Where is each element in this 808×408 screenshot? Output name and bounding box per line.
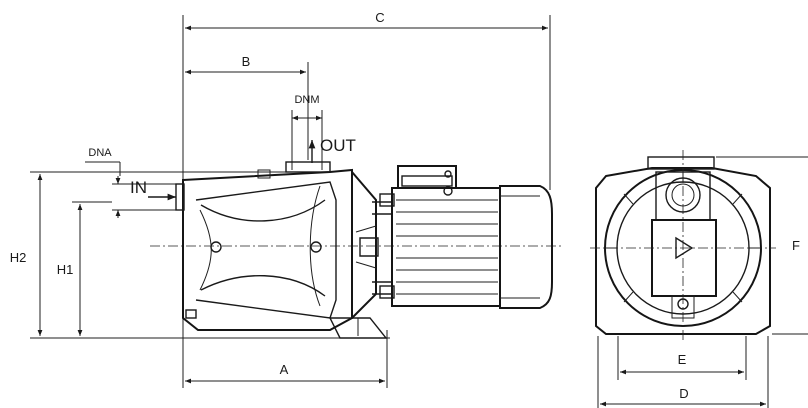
- dimension-dna: DNA: [85, 147, 180, 218]
- dimension-a-label: A: [280, 362, 289, 377]
- outlet-label: OUT: [320, 136, 356, 155]
- dimension-b-label: B: [242, 54, 251, 69]
- dimension-dna-label: DNA: [88, 147, 112, 159]
- pump-front-view: [590, 150, 776, 340]
- dimension-f: F: [716, 156, 808, 335]
- dimension-dnm-label: DNM: [294, 94, 319, 106]
- dimension-h2-label: H2: [10, 250, 27, 265]
- pump-side-view: [150, 161, 562, 339]
- bolt-hole: [310, 241, 322, 253]
- dimension-h1: H1: [57, 201, 112, 336]
- motor-side-view: [391, 165, 553, 309]
- fan-cover: [499, 185, 553, 309]
- dimension-a: A: [185, 330, 388, 388]
- dimension-c: C: [182, 10, 551, 388]
- dimension-e-label: E: [678, 352, 687, 367]
- outlet-arrow: OUT: [308, 136, 356, 163]
- pump-casing: [182, 168, 353, 331]
- dimension-c-label: C: [375, 10, 384, 25]
- motor-body: [391, 187, 501, 307]
- dimension-h1-label: H1: [57, 262, 74, 277]
- inlet-label: IN: [130, 178, 147, 197]
- dimension-d-label: D: [679, 386, 688, 401]
- dimension-d: D: [597, 336, 769, 408]
- inlet-arrow: IN: [130, 178, 176, 201]
- dimension-b: B: [185, 54, 309, 160]
- dimension-h2: H2: [10, 171, 390, 339]
- dimension-e: E: [617, 336, 747, 380]
- dimension-f-label: F: [792, 238, 800, 253]
- dimension-dnm: DNM: [291, 94, 323, 170]
- bolt-hole: [210, 241, 222, 253]
